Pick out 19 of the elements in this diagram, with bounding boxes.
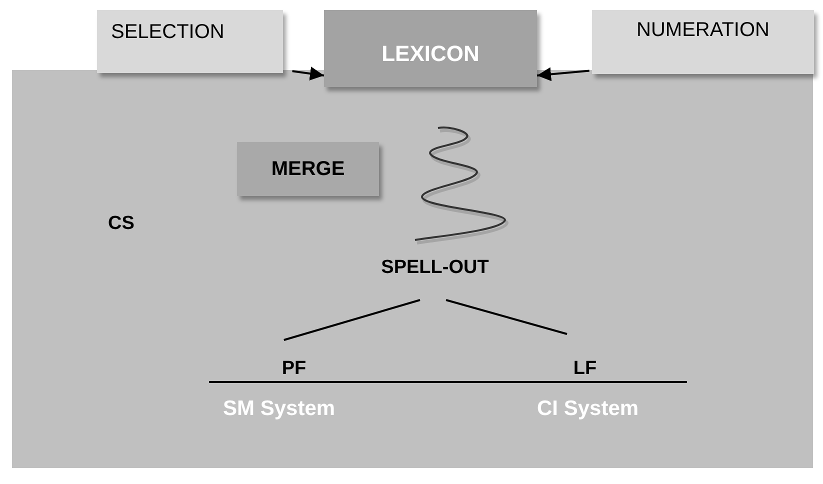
system-label: SM System — [223, 398, 336, 419]
node-label: MERGE — [271, 159, 345, 179]
connector-line — [284, 299, 420, 341]
node-label: PF — [282, 359, 306, 378]
node-label: NUMERATION — [636, 20, 770, 40]
system-panel — [12, 70, 813, 468]
node-label: CS — [108, 214, 134, 233]
merge-box — [237, 142, 379, 196]
arrow — [292, 66, 324, 80]
node-label: SPELL-OUT — [381, 258, 489, 277]
system-label: CI System — [537, 398, 639, 419]
connector-line — [446, 299, 568, 335]
arrow — [536, 67, 590, 82]
node-label: LF — [573, 359, 597, 378]
node-label: SELECTION — [111, 22, 224, 42]
selection-box — [97, 10, 283, 73]
numeration-box — [592, 10, 814, 74]
node-label: LEXICON — [382, 42, 480, 64]
lexicon-box — [324, 10, 537, 87]
